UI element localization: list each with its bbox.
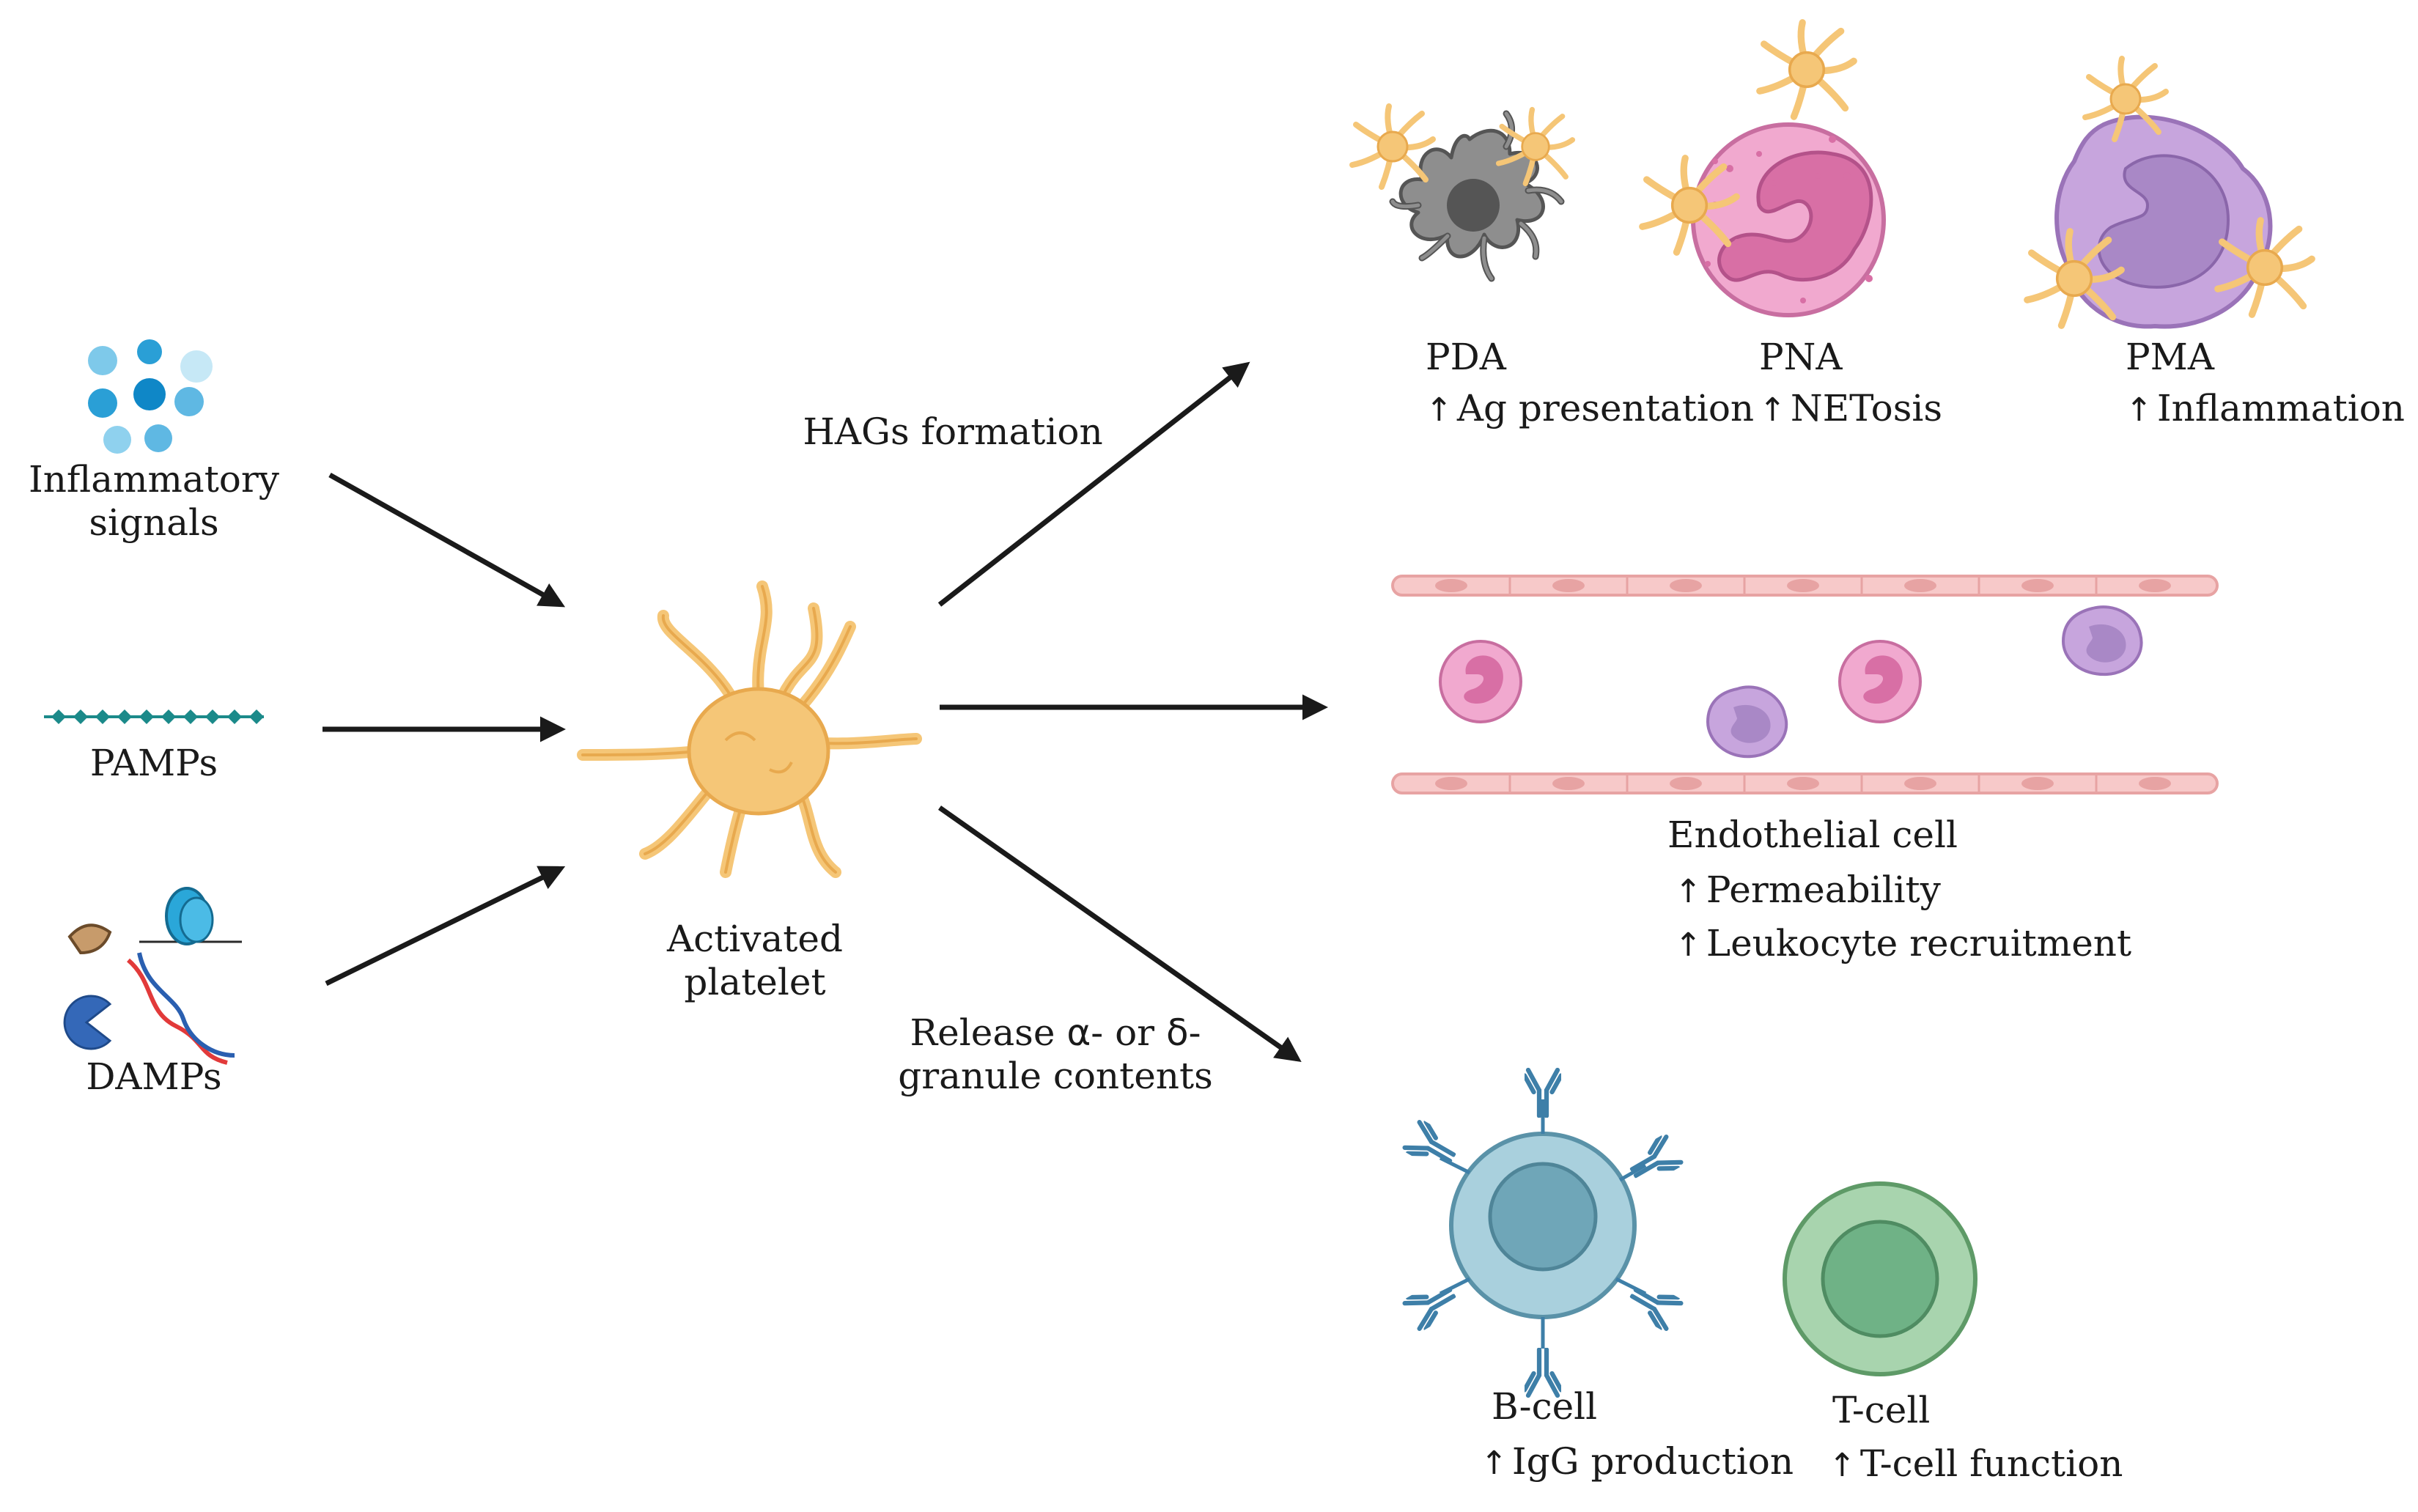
- pda-effect: Ag presentation: [1456, 387, 1755, 429]
- platelet-line1: Activated: [667, 918, 843, 960]
- inflammatory-signals-icon: [88, 339, 213, 454]
- pma-effect: Inflammation: [2156, 387, 2406, 429]
- pna-name: PNA: [1759, 336, 1843, 378]
- platelet-line2: platelet: [684, 961, 826, 1003]
- pda-icon: [1352, 106, 1572, 282]
- label-pda: PDA: [1426, 336, 1506, 379]
- up-arrow-icon: ↑: [1675, 873, 1702, 910]
- release-text-b: - or: [1091, 1011, 1166, 1054]
- release-text-a: Release: [910, 1011, 1067, 1054]
- up-arrow-icon: ↑: [1675, 926, 1702, 964]
- pda-name: PDA: [1426, 336, 1506, 378]
- bcell-name: B-cell: [1492, 1385, 1598, 1428]
- label-release-granules: Release α- or δ- granule contents: [865, 1011, 1246, 1098]
- release-line2: granule contents: [898, 1055, 1213, 1097]
- pna-effect: NETosis: [1790, 387, 1943, 429]
- endothelium-title: Endothelial cell: [1667, 814, 1958, 856]
- tcell-icon: [1783, 1181, 1977, 1376]
- arrow-to-aggregates: [937, 361, 1250, 607]
- label-pma-effect: ↑Inflammation: [2126, 387, 2405, 430]
- input-arrows: [322, 472, 566, 987]
- leukocyte-text: Leukocyte recruitment: [1706, 922, 2132, 965]
- label-pda-effect: ↑Ag presentation: [1426, 387, 1754, 430]
- label-activated-platelet: Activated platelet: [623, 918, 887, 1004]
- permeability-text: Permeability: [1706, 869, 1941, 911]
- label-pna-effect: ↑NETosis: [1759, 387, 1942, 430]
- label-hags-formation: HAGs formation: [770, 410, 1136, 454]
- activated-platelet-icon: [577, 580, 922, 878]
- label-endothelial-cell: Endothelial cell: [1667, 814, 1958, 857]
- inflammatory-line1: Inflammatory: [28, 458, 280, 501]
- output-arrows: [937, 361, 1328, 1063]
- pamps-icon: [44, 709, 264, 724]
- label-pna: PNA: [1759, 336, 1843, 379]
- pma-icon: [2027, 59, 2312, 327]
- tcell-effect: T-cell function: [1859, 1442, 2123, 1485]
- label-permeability: ↑Permeability: [1675, 869, 1941, 912]
- up-arrow-icon: ↑: [1426, 391, 1453, 429]
- label-damps: DAMPs: [44, 1055, 264, 1099]
- delta-symbol: δ: [1165, 1011, 1189, 1054]
- up-arrow-icon: ↑: [2126, 391, 2153, 429]
- inflammatory-line2: signals: [89, 501, 219, 544]
- pma-name: PMA: [2126, 336, 2214, 378]
- label-inflammatory-signals: Inflammatory signals: [22, 458, 286, 545]
- hags-text: HAGs formation: [803, 410, 1103, 453]
- label-bcell: B-cell: [1492, 1385, 1597, 1428]
- endothelium-icon: [1391, 575, 2219, 794]
- up-arrow-icon: ↑: [1481, 1445, 1508, 1482]
- label-leukocyte-recruitment: ↑Leukocyte recruitment: [1675, 922, 2131, 965]
- damps-icon: [63, 887, 242, 1065]
- arrow-damps-to-platelet: [325, 866, 566, 987]
- release-text-c: -: [1188, 1011, 1201, 1054]
- label-tcell-effect: ↑T-cell function: [1829, 1442, 2123, 1486]
- label-bcell-effect: ↑IgG production: [1481, 1440, 1794, 1483]
- pamps-text: PAMPs: [89, 742, 218, 784]
- tcell-name: T-cell: [1832, 1389, 1931, 1431]
- label-tcell: T-cell: [1832, 1389, 1930, 1432]
- arrow-inflammatory-to-platelet: [328, 472, 566, 608]
- bcell-icon: [1403, 1070, 1683, 1395]
- pna-icon: [1643, 23, 1886, 317]
- alpha-symbol: α: [1066, 1011, 1091, 1054]
- up-arrow-icon: ↑: [1759, 391, 1786, 429]
- label-pma: PMA: [2126, 336, 2214, 379]
- up-arrow-icon: ↑: [1829, 1447, 1856, 1484]
- bcell-effect: IgG production: [1511, 1440, 1794, 1483]
- damps-text: DAMPs: [86, 1055, 222, 1098]
- label-pamps: PAMPs: [44, 742, 264, 785]
- arrow-to-lymphocytes: [937, 805, 1302, 1063]
